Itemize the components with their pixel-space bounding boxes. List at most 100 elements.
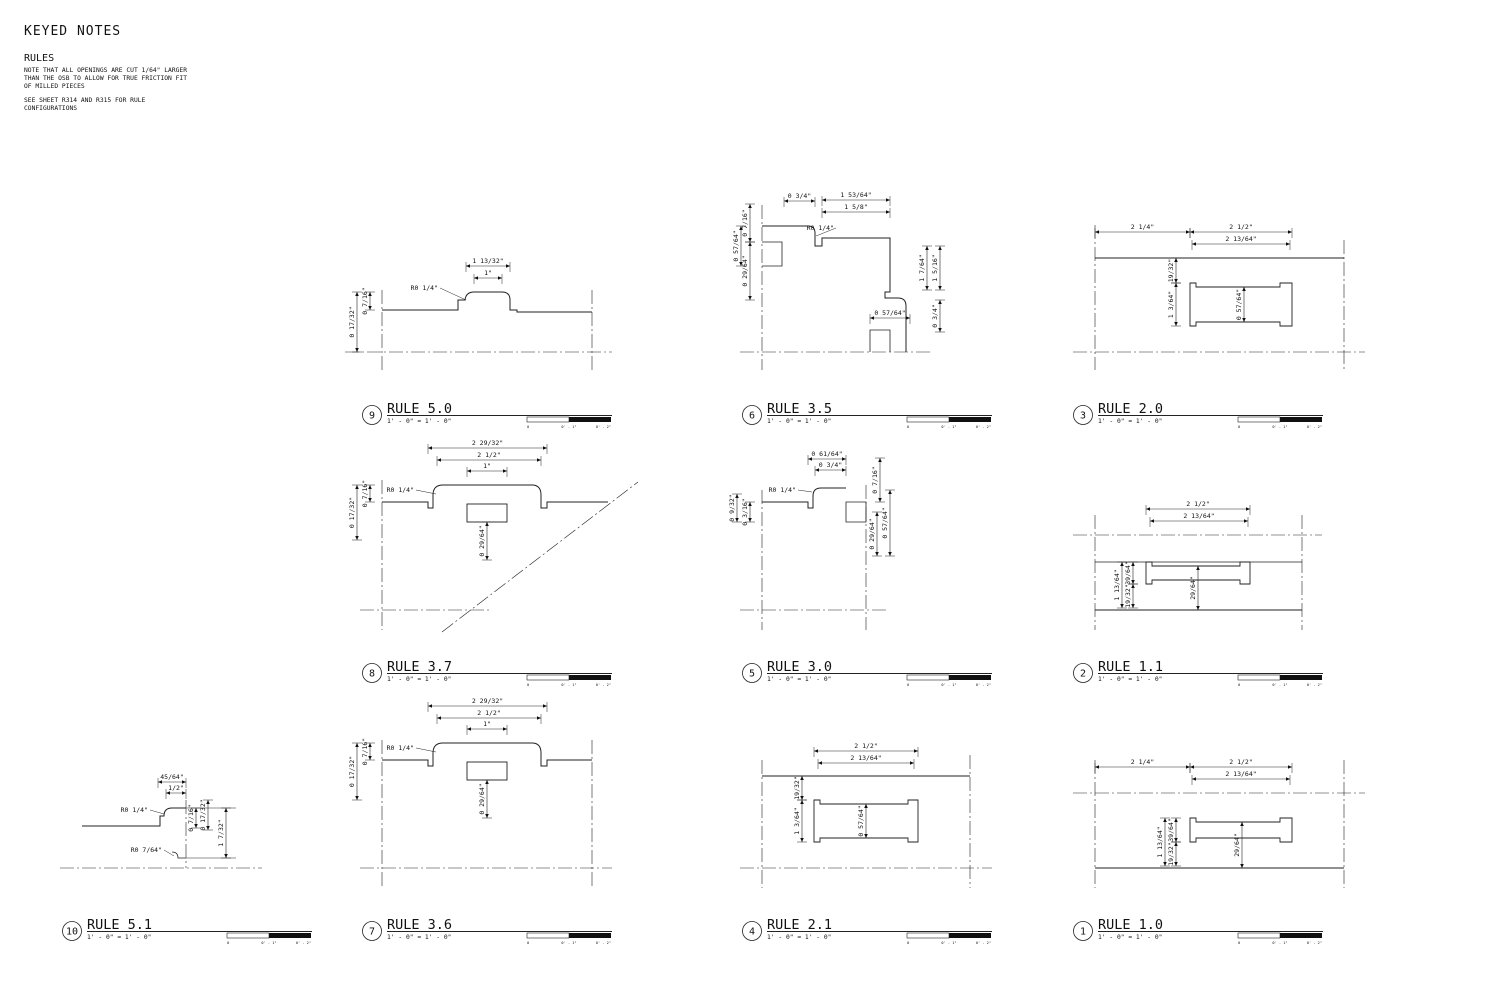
arrowhead: [1174, 818, 1178, 822]
arrowhead: [1288, 765, 1292, 769]
arrowhead: [875, 512, 879, 516]
dimension-label: 0 57/64": [857, 805, 865, 836]
arrowhead: [355, 796, 359, 800]
detail-rule-rule-2-0: 2 1/4"2 1/2"2 13/64"19/32"1 3/64"0 57/64…: [1073, 223, 1365, 429]
dimension-label: 2 1/2": [477, 451, 500, 459]
arrowhead: [739, 226, 743, 230]
arrowhead: [355, 743, 359, 747]
dimension-label: 19/32": [1167, 259, 1175, 282]
arrowhead: [938, 300, 942, 304]
dimension-label: 1 7/32": [217, 819, 225, 846]
arrowhead: [498, 276, 502, 280]
scale-bar-light: [1237, 932, 1281, 939]
profile-outline: [382, 484, 608, 509]
arrowhead: [875, 552, 879, 556]
arrowhead: [822, 210, 826, 214]
arrowhead: [1196, 606, 1200, 610]
dimension-label: 0 29/64": [478, 783, 486, 814]
slot-opening: [466, 761, 508, 781]
arrowhead: [822, 198, 826, 202]
dimension-label: 19/32": [1124, 584, 1132, 607]
detail-title: RULE 2.1: [767, 917, 832, 933]
arrowhead: [800, 838, 804, 842]
dimension-label: R0 1/4": [807, 224, 834, 232]
scale-bar-light: [1237, 416, 1281, 423]
dimension-label: 0 29/64": [868, 518, 876, 549]
dimension-label: R0 1/4": [121, 806, 148, 814]
arrowhead: [474, 276, 478, 280]
profile-outline: [382, 742, 592, 767]
dimension-label: 2 1/4": [1131, 758, 1154, 766]
scale-bar-dark: [269, 933, 311, 938]
profile-outline: [762, 487, 846, 509]
arrowhead: [1242, 287, 1246, 291]
notes-paragraph-reference: SEE SHEET R314 AND R315 FOR RULE CONFIGU…: [24, 97, 146, 112]
dimension-label: 0 17/32": [348, 497, 356, 528]
arrowhead: [748, 518, 752, 522]
detail-number: 1: [1080, 927, 1086, 938]
arrowhead: [368, 292, 372, 296]
arrowhead: [158, 780, 162, 784]
scale-bar-dark: [569, 933, 611, 938]
dimension-label: 1": [483, 462, 491, 470]
scale-tick-label: 0' - 1": [1272, 425, 1287, 429]
detail-title: RULE 3.7: [387, 659, 452, 675]
arrowhead: [1131, 562, 1135, 566]
arrowhead: [814, 749, 818, 753]
arrowhead: [864, 804, 868, 808]
arrowhead: [1131, 580, 1135, 584]
dimension-label: 0 57/64": [881, 507, 889, 538]
dimension-label: 0 7/16": [361, 738, 369, 765]
arrowhead: [182, 780, 186, 784]
arrowhead: [503, 727, 507, 731]
scale-bar-light: [906, 416, 950, 423]
scale-tick-label: 0: [1238, 941, 1240, 945]
profile-outline: [1189, 282, 1293, 327]
arrowhead: [864, 834, 868, 838]
detail-number-bubble: [742, 663, 762, 683]
arrowhead: [1174, 862, 1178, 866]
scale-tick-label: 0' - 1": [561, 425, 576, 429]
arrowhead: [1240, 822, 1244, 826]
dimension-label: 0 7/16": [187, 804, 195, 831]
dimension-label: 0 17/32": [348, 306, 356, 337]
dimension-label: 0 7/16": [741, 209, 749, 236]
detail-scale: 1' - 0" = 1' - 0": [1098, 676, 1162, 683]
detail-title: RULE 5.1: [87, 917, 152, 933]
dimension-label: 0 3/16": [741, 498, 749, 525]
dimension-label: 19/32": [793, 776, 801, 799]
dimension-label: 0 61/64": [811, 450, 842, 458]
arrowhead: [1174, 838, 1178, 842]
detail-number: 4: [749, 927, 755, 938]
scale-tick-label: 0: [1238, 683, 1240, 687]
detail-scale: 1' - 0" = 1' - 0": [87, 934, 151, 941]
profile-line: [439, 287, 467, 301]
scale-tick-label: 0' - 1": [941, 683, 956, 687]
detail-number: 5: [749, 669, 755, 680]
dimension-label: R0 1/4": [769, 486, 796, 494]
scale-tick-label: 0' - 1": [1272, 683, 1287, 687]
detail-title: RULE 3.0: [767, 659, 832, 675]
detail-number: 8: [369, 669, 375, 680]
scale-tick-label: 0: [907, 941, 909, 945]
arrowhead: [888, 552, 892, 556]
arrowhead: [870, 316, 874, 320]
scale-bar-light: [1237, 674, 1281, 681]
arrowhead: [466, 264, 470, 268]
arrowhead: [506, 264, 510, 268]
dimension-label: 0 3/4": [819, 461, 842, 469]
profile-line: [163, 849, 175, 857]
detail-rule-rule-3-6: 2 29/32"2 1/2"1"R0 1/4"0 17/32"0 7/16"0 …: [348, 697, 612, 945]
dimension-label: 2 29/32": [472, 697, 503, 705]
dimension-label: 1": [483, 720, 491, 728]
detail-number: 3: [1080, 411, 1086, 422]
dimension-label: 0 17/32": [199, 799, 207, 830]
detail-number-bubble: [62, 921, 82, 941]
notes-title: KEYED NOTES: [24, 24, 122, 39]
arrowhead: [224, 854, 228, 858]
detail-rule-rule-1-1: 2 1/2"2 13/64"1 13/64"39/64"19/32"29/64"…: [1073, 500, 1323, 687]
profile-outline: [82, 807, 186, 827]
dimension-label: 0 9/32": [728, 494, 736, 521]
scale-tick-label: 0: [907, 683, 909, 687]
